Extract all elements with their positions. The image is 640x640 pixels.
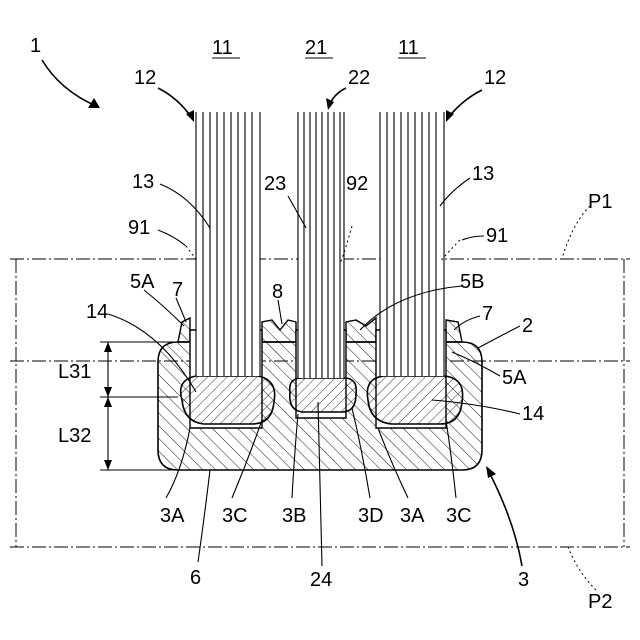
label-12-left: 12 — [134, 67, 156, 89]
label-3c-left: 3C — [222, 505, 248, 527]
label-3a-left: 3A — [160, 505, 185, 527]
label-3a-right: 3A — [400, 505, 425, 527]
label-8: 8 — [272, 281, 283, 303]
cable-left-strands — [196, 112, 260, 376]
label-5a-right: 5A — [502, 367, 527, 389]
label-11-left: 11 — [212, 37, 233, 59]
label-2: 2 — [522, 315, 533, 337]
label-91-left: 91 — [128, 217, 150, 239]
cable-middle-strands — [298, 112, 344, 378]
conductor-weld-middle — [290, 378, 357, 412]
label-22: 22 — [348, 67, 370, 89]
label-3b: 3B — [282, 505, 306, 527]
label-1: 1 — [30, 35, 41, 57]
label-6: 6 — [190, 567, 201, 589]
cable-right-strands — [380, 112, 444, 376]
label-5a-left: 5A — [130, 271, 155, 293]
conductor-weld-right — [367, 376, 462, 424]
label-14-left: 14 — [86, 301, 108, 323]
label-92: 92 — [346, 173, 368, 195]
label-21: 21 — [305, 37, 327, 59]
label-3c-right: 3C — [446, 505, 472, 527]
label-11-right: 11 — [398, 37, 419, 59]
label-12-right: 12 — [484, 67, 506, 89]
label-l31: L31 — [58, 361, 91, 383]
label-7-left: 7 — [172, 279, 183, 301]
label-p1: P1 — [588, 191, 612, 213]
label-14-right: 14 — [522, 403, 544, 425]
label-3d: 3D — [358, 505, 384, 527]
label-13-right: 13 — [472, 163, 494, 185]
label-5b: 5B — [460, 271, 484, 293]
label-24: 24 — [310, 569, 332, 591]
conductor-weld-left — [181, 376, 275, 424]
label-l32: L32 — [58, 425, 91, 447]
label-91-right: 91 — [486, 225, 508, 247]
label-7-right: 7 — [482, 303, 493, 325]
label-3: 3 — [518, 569, 529, 591]
label-p2: P2 — [588, 591, 612, 613]
label-13-left: 13 — [132, 171, 154, 193]
label-23: 23 — [264, 173, 286, 195]
